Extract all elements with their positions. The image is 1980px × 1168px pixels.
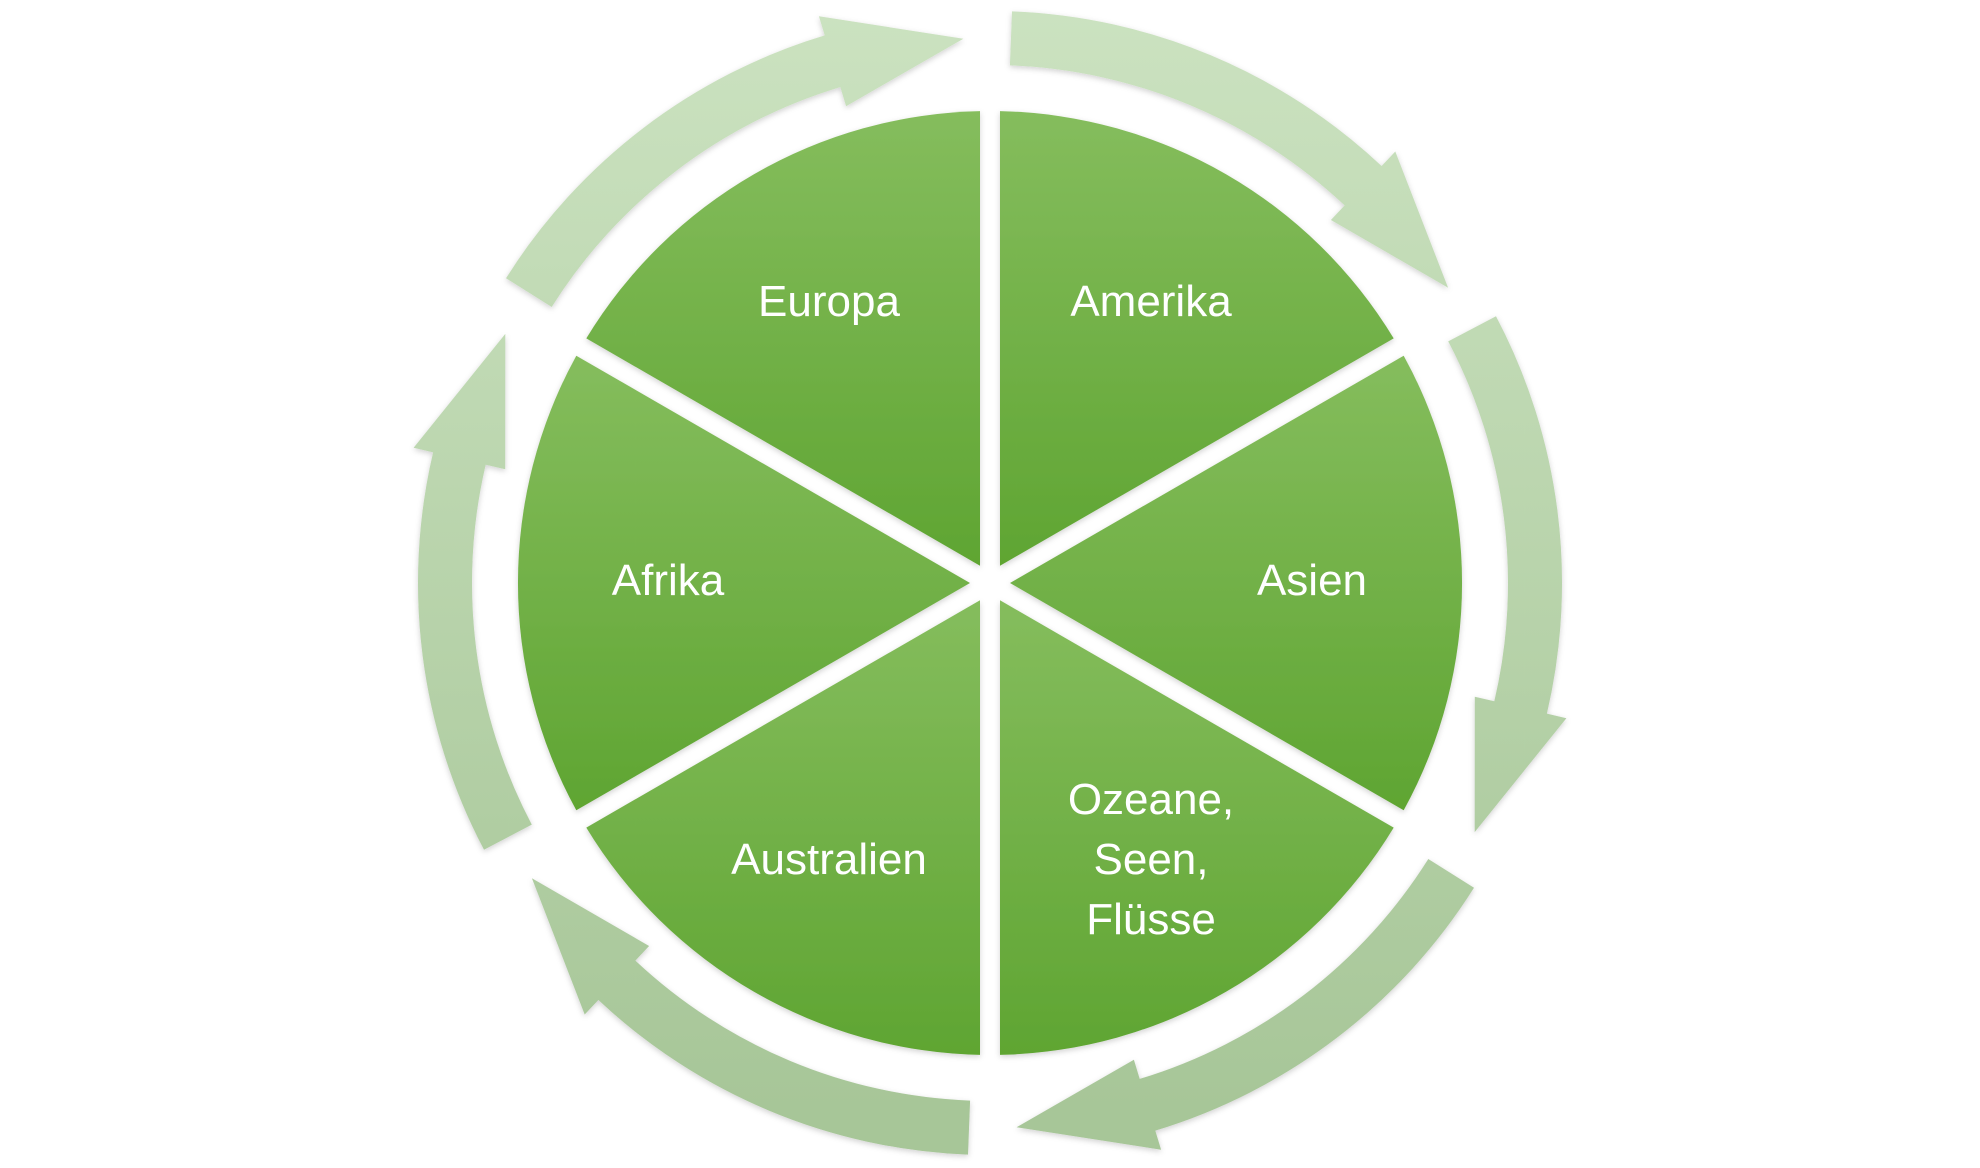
segment-label-line: Asien [1257,556,1367,605]
cycle-segment [1000,111,1394,566]
cycle-segment [586,111,980,566]
segment-label: Europa [758,277,900,326]
segment-label: Afrika [612,556,725,605]
segment-label-line: Ozeane, [1068,775,1234,824]
cycle-segments [517,111,1463,1055]
cycle-arrows [413,11,1567,1155]
cycle-segment [517,355,970,811]
segment-label-line: Australien [731,835,927,884]
cycle-arrow [531,878,971,1155]
segment-label: Australien [731,835,927,884]
cycle-arrow [1009,11,1449,288]
cycle-arrow [413,333,532,850]
cycle-segment [1010,355,1463,811]
cycle-arrow [506,16,964,308]
segment-label: Ozeane, Seen, Flüsse [1068,775,1234,944]
segment-label-line: Amerika [1070,277,1232,326]
segment-label: Asien [1257,556,1367,605]
segment-label-line: Afrika [612,556,725,605]
cycle-segment [586,600,980,1055]
cycle-segment [1000,600,1394,1055]
segment-label: Amerika [1070,277,1232,326]
segment-label-line: Seen, [1094,835,1209,884]
segment-label-line: Europa [758,277,900,326]
segment-label-line: Flüsse [1086,895,1216,944]
cycle-arrow [1016,859,1474,1150]
cycle-arrow [1448,316,1567,833]
